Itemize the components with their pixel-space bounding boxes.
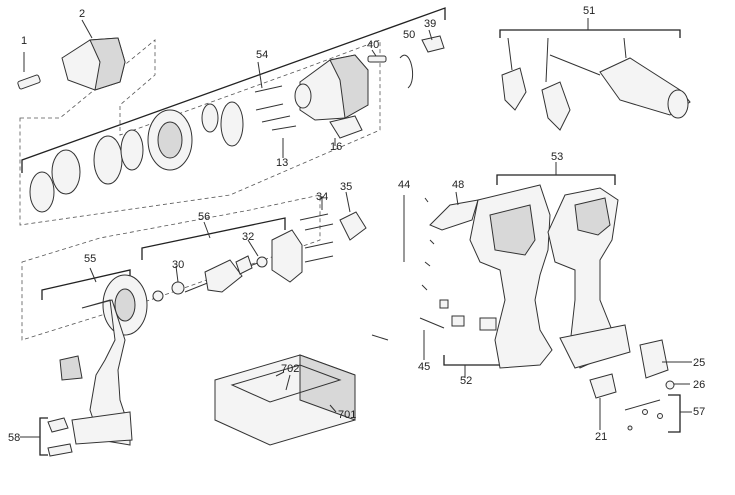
callout-40: 40 bbox=[367, 39, 379, 51]
callout-1: 1 bbox=[21, 35, 27, 47]
planetary-gear-cage bbox=[147, 109, 193, 171]
callout-53: 53 bbox=[551, 151, 563, 163]
callout-701: 701 bbox=[338, 409, 356, 421]
callout-45: 45 bbox=[418, 361, 430, 373]
callout-16: 16 bbox=[330, 141, 342, 153]
callout-32: 32 bbox=[242, 231, 254, 243]
callout-55: 55 bbox=[84, 253, 96, 265]
small-parts-set bbox=[589, 339, 692, 433]
callout-58: 58 bbox=[8, 432, 20, 444]
carry-case bbox=[214, 354, 356, 446]
callout-labels: 1 2 13 16 21 25 26 30 32 34 35 39 40 44 45 48 50 51 52 53 54… bbox=[8, 5, 705, 444]
callout-26: 26 bbox=[693, 379, 705, 391]
gearbox-assembly bbox=[17, 7, 446, 226]
callout-13: 13 bbox=[276, 157, 288, 169]
keyless-chuck bbox=[61, 19, 126, 91]
switch-assembly bbox=[20, 299, 133, 457]
gearbox-housing bbox=[294, 54, 369, 121]
side-handle-assembly bbox=[499, 18, 691, 131]
callout-57: 57 bbox=[693, 406, 705, 418]
callout-52: 52 bbox=[460, 375, 472, 387]
callout-50: 50 bbox=[403, 29, 415, 41]
callout-21: 21 bbox=[595, 431, 607, 443]
callout-48: 48 bbox=[452, 179, 464, 191]
callout-30: 30 bbox=[172, 259, 184, 271]
callout-35: 35 bbox=[340, 181, 352, 193]
rotor bbox=[184, 255, 261, 293]
callout-2: 2 bbox=[79, 8, 85, 20]
housing-halves bbox=[469, 162, 631, 369]
callout-702: 702 bbox=[281, 363, 299, 375]
callout-39: 39 bbox=[424, 18, 436, 30]
callout-25: 25 bbox=[693, 357, 705, 369]
callout-54: 54 bbox=[256, 49, 268, 61]
callout-51: 51 bbox=[583, 5, 595, 17]
callout-34: 34 bbox=[316, 191, 328, 203]
motor-assembly bbox=[21, 191, 367, 341]
callout-44: 44 bbox=[398, 179, 410, 191]
callout-56: 56 bbox=[198, 211, 210, 223]
